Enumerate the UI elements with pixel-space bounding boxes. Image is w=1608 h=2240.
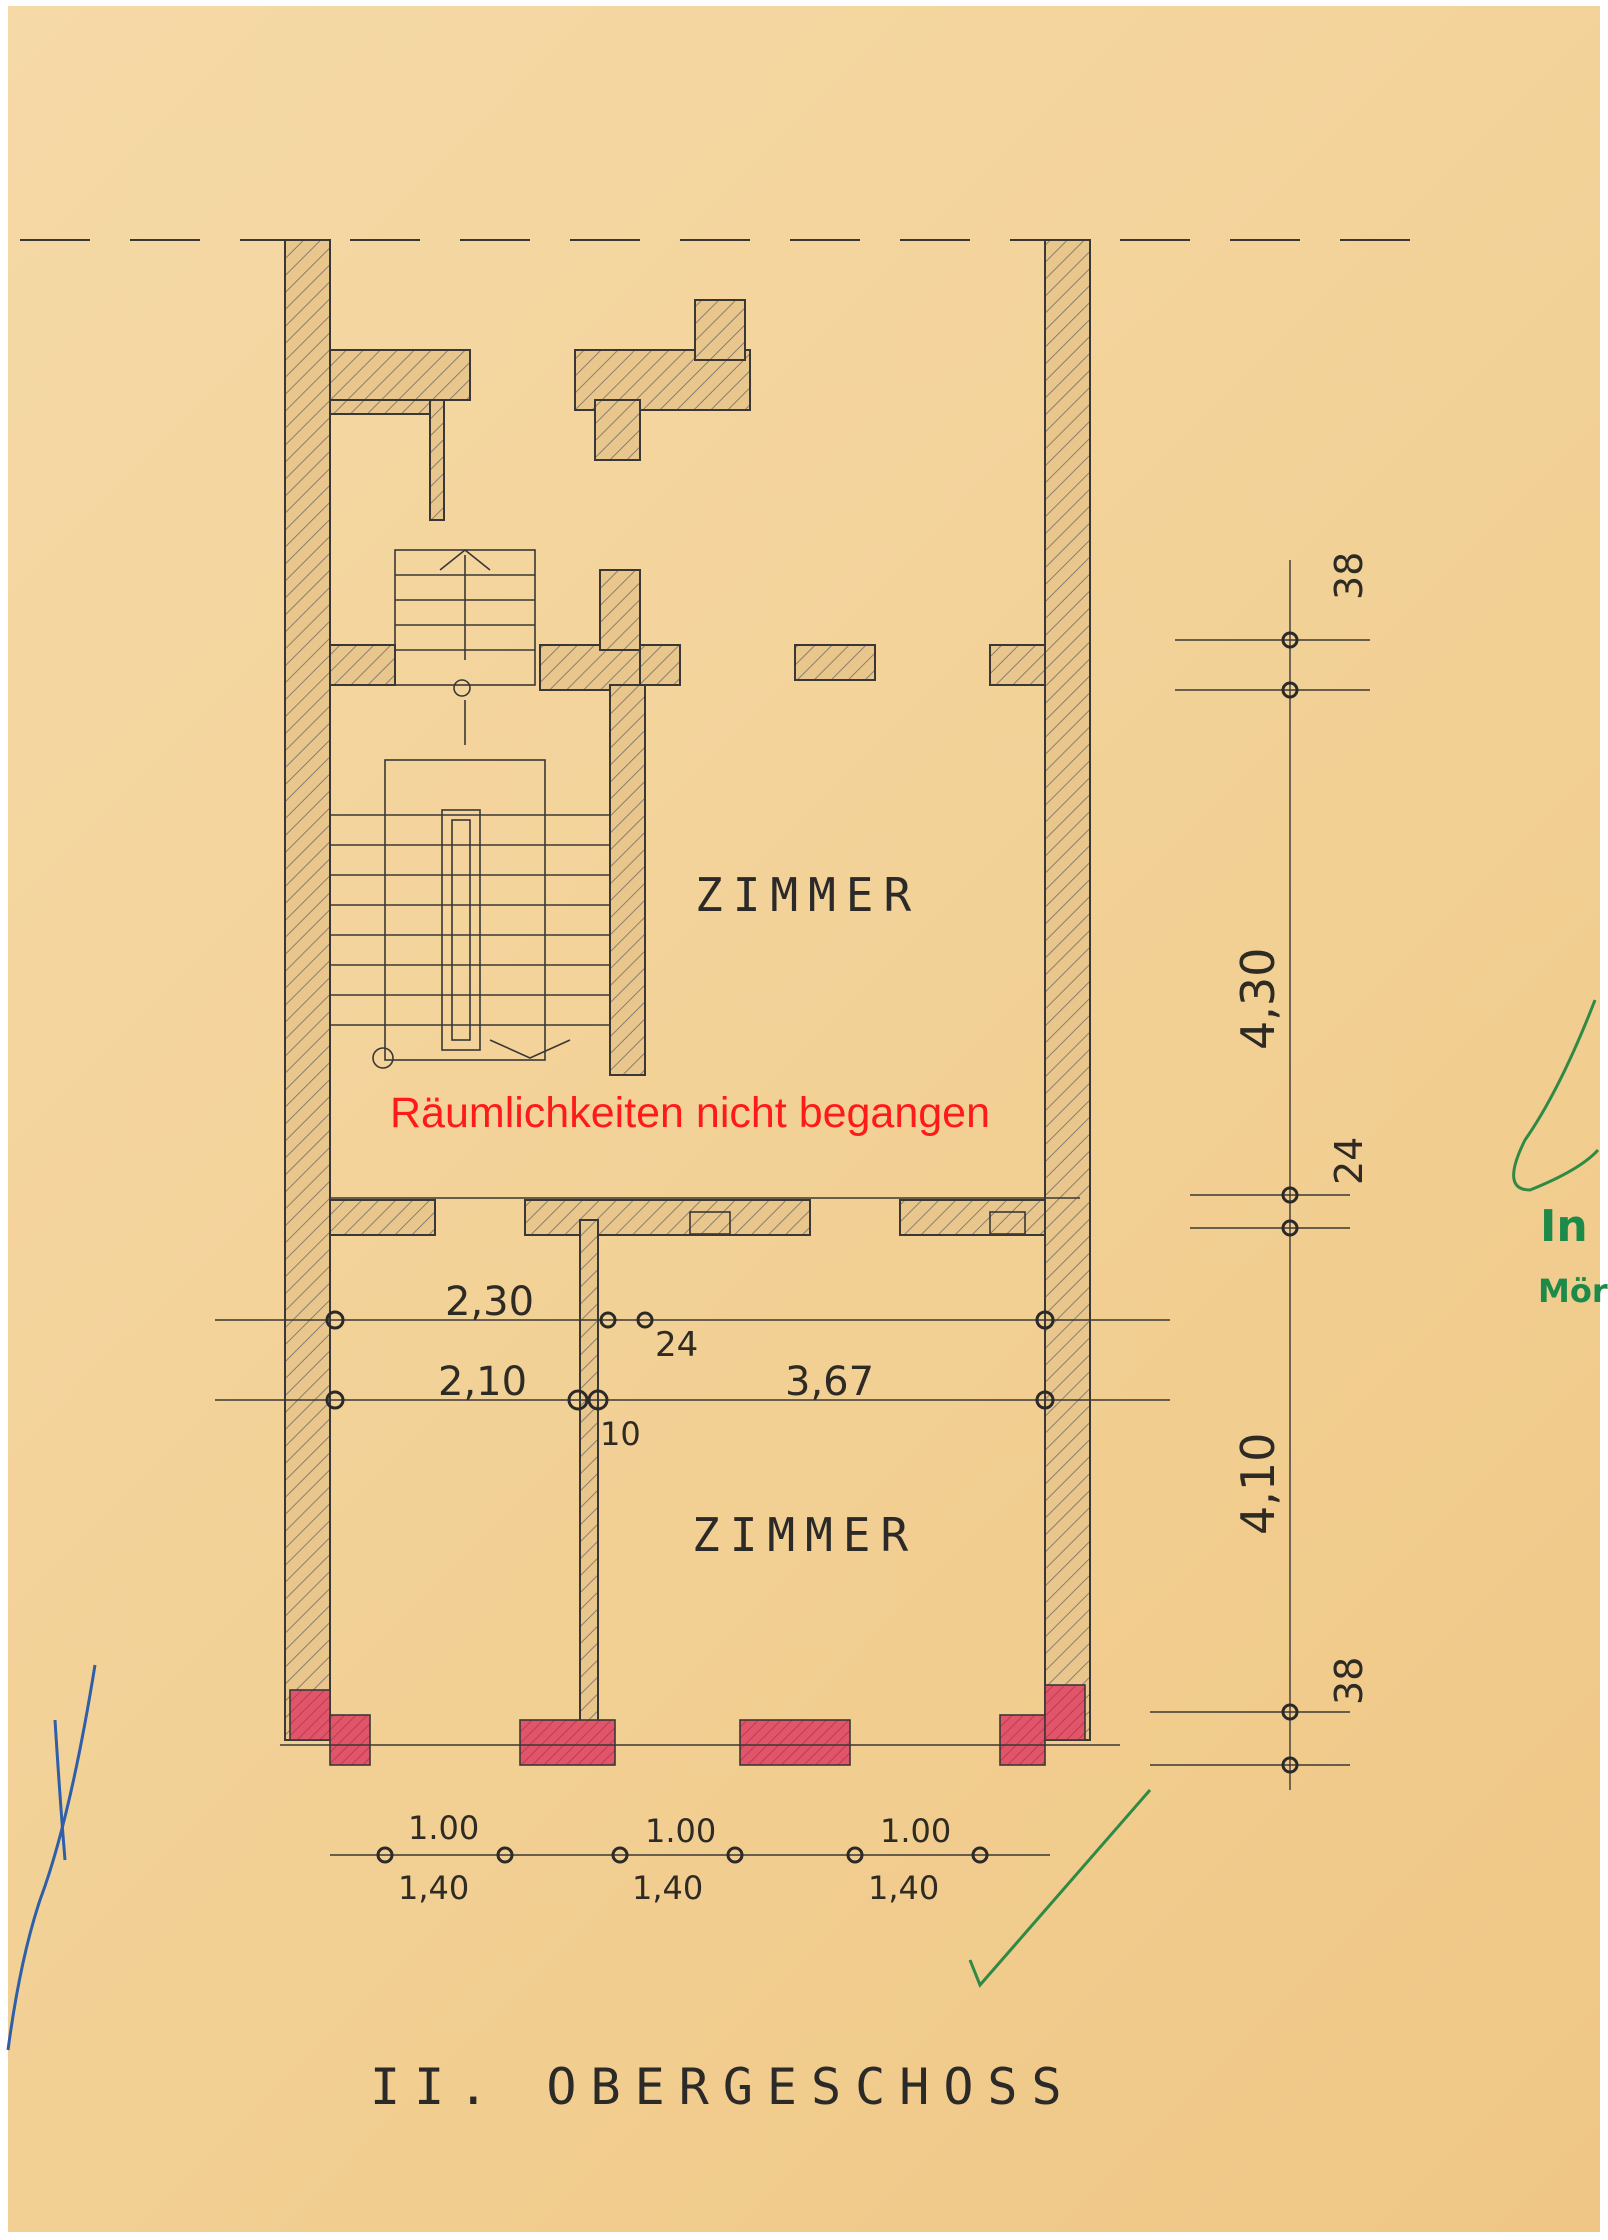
dim-label-430: 4,30: [1231, 947, 1285, 1050]
blue-ink-mark: [6, 1664, 97, 2051]
stamp-line-2: Mör: [1538, 1272, 1608, 1310]
main-stair: [330, 759, 610, 1069]
dim-label-24-mid: 24: [655, 1325, 699, 1365]
not-inspected-note: Räumlichkeiten nicht begangen: [390, 1089, 991, 1137]
room-label-lower: ZIMMER: [692, 1508, 919, 1562]
dim-label-210: 2,10: [438, 1359, 528, 1405]
dimension-lines: [215, 560, 1370, 1856]
dim-label-367: 3,67: [785, 1359, 875, 1405]
green-checkmark: [968, 1789, 1152, 1988]
dim-label-38-bottom: 38: [1327, 1656, 1371, 1705]
window-1-height: 1,40: [398, 1869, 470, 1907]
upper-walls: [329, 299, 1046, 1076]
paper-sheet: [8, 6, 1600, 2232]
red-wall-pieces: [289, 1684, 1086, 1766]
floor-title: II. OBERGESCHOSS: [370, 2058, 1076, 2116]
dim-label-10: 10: [600, 1415, 641, 1453]
room-label-upper: ZIMMER: [695, 868, 922, 922]
outer-walls: [284, 239, 1091, 1741]
window-1-width: 1.00: [408, 1809, 480, 1847]
dim-label-24-right: 24: [1327, 1136, 1371, 1185]
middle-wall-details: [330, 1197, 1080, 1235]
dim-label-410: 4,10: [1231, 1432, 1285, 1535]
window-3-height: 1,40: [868, 1869, 940, 1907]
stamp-line-1: In: [1540, 1201, 1588, 1252]
window-3-width: 1.00: [880, 1812, 952, 1850]
upper-stair: [394, 548, 536, 745]
dim-label-230: 2,30: [445, 1279, 535, 1325]
middle-wall: [329, 1199, 1046, 1741]
window-2-width: 1.00: [645, 1812, 717, 1850]
window-2-height: 1,40: [632, 1869, 704, 1907]
dimension-points: [325, 631, 1299, 1864]
dim-label-38-top: 38: [1327, 551, 1371, 600]
green-signature: [1512, 999, 1600, 1192]
